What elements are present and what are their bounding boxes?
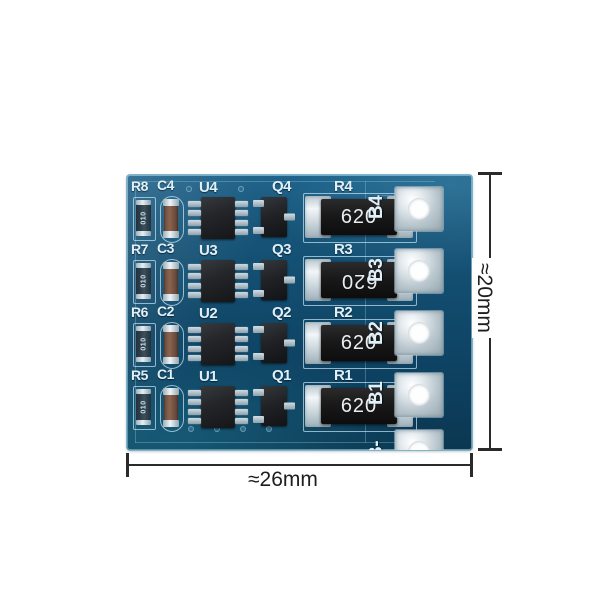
silk-label-b-minus: B- [366, 441, 388, 450]
silk-label-r5: R5 [131, 367, 148, 383]
terminal-pad-b1[interactable] [395, 373, 443, 417]
terminal-hole-b1 [408, 384, 430, 406]
via-3 [241, 427, 245, 431]
resistor-r4: 620 [305, 196, 413, 238]
terminal-pad-b3[interactable] [395, 249, 443, 293]
silk-outline-r6 [133, 323, 156, 367]
width-dimension-label: ≈26mm [243, 468, 323, 492]
silk-label-c3: C3 [157, 240, 174, 256]
via-6 [239, 187, 243, 191]
height-dimension-label: ≈20mm [472, 258, 496, 338]
terminal-hole-b3 [408, 260, 430, 282]
silk-label-r7: R7 [131, 241, 148, 257]
silk-outline-c4 [160, 196, 184, 243]
resistor-r2-value: 620 [340, 331, 378, 354]
silk-label-r8: R8 [131, 178, 148, 194]
resistor-r3: 620 [305, 259, 413, 301]
transistor-q3 [253, 260, 295, 300]
capacitor-c2 [163, 325, 179, 364]
resistor-r5-marking: 010 [140, 400, 147, 414]
silk-label-r1: R1 [334, 367, 353, 384]
via-4 [267, 427, 271, 431]
silk-label-b1: B1 [366, 381, 387, 405]
silk-label-q3: Q3 [272, 241, 292, 258]
via-1 [189, 427, 193, 431]
resistor-r4-value: 620 [340, 205, 378, 228]
silk-outline-c3 [160, 259, 184, 306]
silk-label-r2: R2 [334, 304, 353, 321]
ic-u1 [187, 386, 249, 428]
silk-outline-c1 [160, 385, 184, 432]
height-dimension-tick-bottom [478, 448, 502, 451]
terminal-hole-b2 [408, 322, 430, 344]
width-dimension-line [127, 464, 472, 466]
resistor-r6: 010 [136, 326, 151, 362]
resistor-r1-value: 620 [340, 394, 378, 417]
silk-label-b2: B2 [366, 321, 387, 345]
resistor-r7: 010 [136, 263, 151, 299]
terminal-pad-b-minus[interactable] [395, 430, 443, 450]
height-dimension-tick-top [478, 172, 502, 175]
transistor-q4 [253, 197, 295, 237]
trace-2 [135, 181, 136, 443]
silk-outline-r8 [133, 197, 156, 241]
silk-outline-r5 [133, 386, 156, 430]
terminal-hole-b-minus [408, 441, 430, 450]
silk-label-q1: Q1 [272, 367, 292, 384]
capacitor-c1 [163, 388, 179, 427]
resistor-r2: 620 [305, 322, 413, 364]
resistor-r8: 010 [136, 200, 151, 236]
trace-4 [365, 181, 366, 443]
silk-label-u3: U3 [199, 242, 218, 259]
capacitor-c3 [163, 262, 179, 301]
silk-label-c2: C2 [157, 303, 174, 319]
silk-label-r4: R4 [334, 178, 353, 195]
resistor-r5: 010 [136, 389, 151, 425]
silk-label-b3: B3 [366, 258, 387, 282]
transistor-q1 [253, 386, 295, 426]
silk-label-b4: B4 [366, 195, 387, 219]
via-2 [215, 427, 219, 431]
silk-label-q4: Q4 [272, 178, 292, 195]
trace-3 [135, 442, 435, 443]
width-dimension-tick-right [470, 453, 473, 477]
capacitor-c4 [163, 199, 179, 238]
silk-label-c4: C4 [157, 177, 174, 193]
silk-label-u4: U4 [199, 179, 218, 196]
terminal-pad-b2[interactable] [395, 311, 443, 355]
ic-u3 [187, 260, 249, 302]
silk-label-u1: U1 [199, 368, 218, 385]
pcb-board: R8 C4 U4 Q4 R4 010 620 B4 [127, 175, 472, 450]
ic-u4 [187, 197, 249, 239]
ic-u2 [187, 323, 249, 365]
silk-label-q2: Q2 [272, 304, 292, 321]
terminal-hole-b4 [408, 198, 430, 220]
silk-label-c1: C1 [157, 366, 174, 382]
silk-outline-r7 [133, 260, 156, 304]
resistor-r8-marking: 010 [140, 211, 147, 225]
resistor-r7-marking: 010 [140, 274, 147, 288]
transistor-q2 [253, 323, 295, 363]
resistor-r1: 620 [305, 385, 413, 427]
terminal-pad-b4[interactable] [395, 187, 443, 231]
width-dimension-tick-left [126, 453, 129, 477]
trace-1 [135, 181, 435, 182]
silk-label-r6: R6 [131, 304, 148, 320]
silk-outline-c2 [160, 322, 184, 369]
resistor-r6-marking: 010 [140, 337, 147, 351]
via-5 [187, 187, 191, 191]
silk-label-r3: R3 [334, 241, 353, 258]
silk-label-u2: U2 [199, 305, 218, 322]
